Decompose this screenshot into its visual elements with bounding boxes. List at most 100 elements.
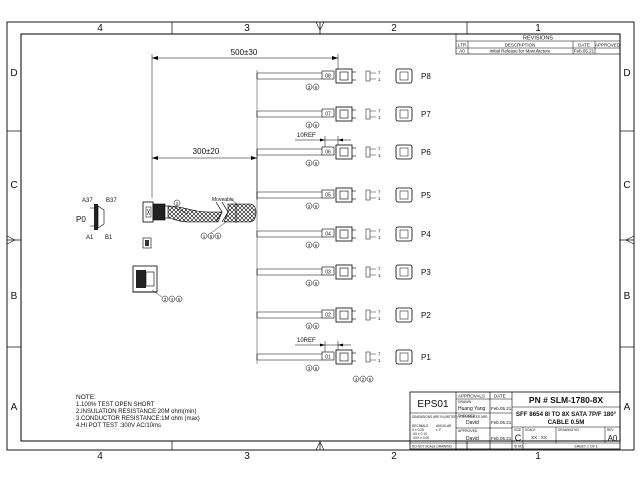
- port-callout-a: 3: [308, 123, 311, 128]
- pin-indicator: [365, 309, 371, 321]
- braided-cable: Moveable: [167, 197, 257, 223]
- sata-connector-latch: [339, 71, 349, 81]
- drawing-no-label: DRAWING NO.: [558, 428, 580, 432]
- dimension-overall-label: 500±30: [231, 48, 258, 57]
- port-callout-a: 3: [308, 85, 311, 90]
- port-number-box: [321, 70, 335, 80]
- sata-front-inner: [399, 267, 409, 277]
- port-number: 07: [325, 112, 331, 118]
- approvals-header: APPROVALS: [458, 394, 485, 399]
- port-label: P4: [421, 230, 431, 239]
- port-callout-b: 6: [315, 366, 318, 371]
- port-callout-a: 3: [308, 281, 311, 286]
- part-description: SFF 8654 8I TO 8X SATA 7P/F 180°: [516, 411, 617, 418]
- port-label: P1: [421, 353, 431, 362]
- zone-col-bottom-2: 2: [391, 451, 397, 462]
- port-callout-b: 6: [315, 324, 318, 329]
- pin-bottom-label: 1: [378, 358, 381, 363]
- port-number-box: [321, 266, 335, 276]
- note-line-4: 4.HI POT TEST :300V AC/10ms: [76, 423, 161, 429]
- p0-callout: 2: [176, 201, 179, 206]
- do-not-scale-note: DO NOT SCALE DRAWING: [412, 445, 452, 449]
- port-number-box: [321, 228, 335, 238]
- side-callout-0-circle: [161, 295, 169, 303]
- tolerance-angular: ANGULAR: [436, 424, 452, 428]
- port-callout-a-circle: [305, 364, 313, 372]
- sata-front-inner: [399, 109, 409, 119]
- port-number-box: [321, 309, 335, 319]
- port-callout-b-circle: [312, 279, 320, 287]
- zone-row-right-b: B: [624, 291, 631, 302]
- approved-date: Feb.05.21: [491, 436, 512, 441]
- port-callout-a: 3: [308, 204, 311, 209]
- pin-indicator: [365, 70, 371, 82]
- pin-bottom-label: 1: [378, 316, 381, 321]
- sff8654-connector-top: [132, 265, 158, 293]
- tolerance-xx: .XX ± 0.10: [412, 432, 427, 436]
- pin-top-label: 7: [378, 267, 381, 272]
- p0-callout-circle: [173, 199, 181, 207]
- cable-callout-2-circle: [214, 232, 222, 240]
- drawn-date: Feb.05.21: [491, 406, 512, 411]
- tolerance-xxx: .XXX ± 0.05: [412, 436, 429, 440]
- side-leader: [151, 289, 163, 298]
- tolerance-angular-value: ± 2°: [436, 428, 442, 432]
- port-callout-b-circle: [312, 322, 320, 330]
- sata-connector-latch: [339, 109, 349, 119]
- drawn-by: Huang Yang: [458, 406, 486, 412]
- notes-title: NOTE:: [76, 394, 96, 401]
- id-no-label: ID NO.: [514, 445, 524, 449]
- dimensions-note: DIMENSIONS ARE IN (METER) TOLERANCES ARE…: [412, 415, 488, 419]
- port-callout-a: 3: [308, 161, 311, 166]
- zone-row-right-c: C: [623, 180, 630, 191]
- size-label: SIZE: [514, 428, 521, 432]
- port-callout-b-circle: [312, 364, 320, 372]
- sata-connector-latch: [339, 229, 349, 239]
- port-callout-b-circle: [312, 202, 320, 210]
- port-callout-a: 3: [308, 243, 311, 248]
- rev-row-date: Feb.05.21: [574, 49, 595, 54]
- sata-front-inner: [399, 352, 409, 362]
- rev-header-description: DESCRIPTION: [505, 43, 536, 48]
- notes-block: NOTE: 1.100% TEST OPEN SHORT 2.INSULATIO…: [76, 394, 200, 429]
- rev-header-date: DATE: [578, 43, 590, 48]
- port-callout-a: 3: [308, 324, 311, 329]
- side-callout-2: 5: [178, 297, 181, 302]
- pin-indicator: [365, 108, 371, 120]
- bottom-callout-2: 6: [369, 377, 372, 382]
- zone-row-right-a: A: [624, 402, 631, 413]
- scale-value: XX : XX: [531, 435, 547, 440]
- rev-row-description: Initial Release for Manufacture: [489, 49, 551, 54]
- date-header: DATE: [494, 394, 506, 399]
- pin-bottom-label: 1: [378, 273, 381, 278]
- port-number: 06: [325, 150, 331, 156]
- pin-indicator: [365, 228, 371, 240]
- pin-indicator: [365, 351, 371, 363]
- sata-connector-latch: [339, 352, 349, 362]
- pin-indicator: [365, 189, 371, 201]
- bottom-callout-1: 2: [362, 377, 365, 382]
- zone-col-top-1: 1: [535, 23, 541, 34]
- port-number: 01: [325, 355, 331, 361]
- port-callout-a-circle: [305, 279, 313, 287]
- port-number-box: [321, 108, 335, 118]
- port-callout-b-circle: [312, 241, 320, 249]
- p0-a37-label: A37: [82, 198, 93, 204]
- scale-label: SCALE: [525, 428, 535, 432]
- zone-col-bottom-3: 3: [244, 451, 250, 462]
- zone-row-left-b: B: [11, 291, 18, 302]
- rev-header-approved: APPROVED: [595, 43, 621, 48]
- sata-connector-latch: [339, 147, 349, 157]
- checked-date: Feb.05.21: [491, 420, 512, 425]
- p0-leader: [171, 205, 189, 215]
- approved-by: David: [466, 436, 479, 442]
- pin-bottom-label: 1: [378, 77, 381, 82]
- zone-row-right-d: D: [623, 68, 630, 79]
